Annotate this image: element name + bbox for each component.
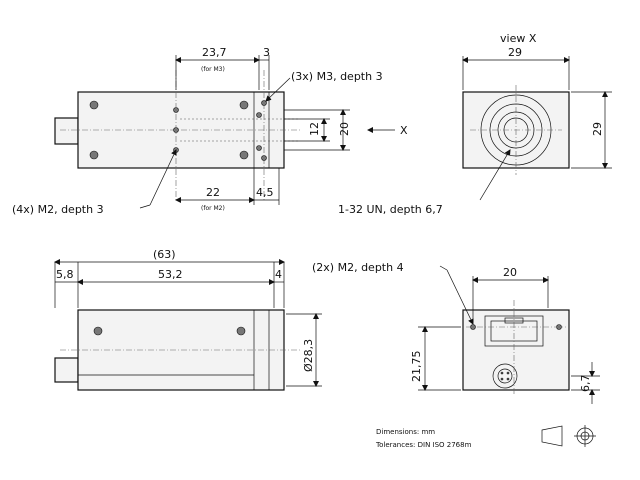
dim-53-2: 53,2 [158, 268, 183, 281]
dim-6-7: 6,7 [579, 375, 592, 393]
view-x: view X 29 29 1-32 UN, depth 6,7 [338, 32, 612, 216]
screw-hole-icon [261, 100, 267, 106]
notes: Dimensions: mm Tolerances: DIN ISO 2768m [375, 428, 472, 449]
screw-hole-icon [256, 145, 262, 151]
dim-4: 4 [275, 268, 282, 281]
round-connector-icon [492, 363, 518, 389]
screw-hole-icon [261, 155, 267, 161]
screw-hole-icon [239, 150, 249, 160]
dim-63: (63) [153, 248, 176, 261]
dim-29-side: 29 [591, 122, 604, 136]
dim-23-7: 23,7 [202, 46, 227, 59]
screw-hole-icon [89, 150, 99, 160]
screw-hole-icon [93, 326, 103, 336]
dim-20-back: 20 [503, 266, 517, 279]
dim-22: 22 [206, 186, 220, 199]
view-arrow-label: X [400, 124, 408, 137]
note-tolerances: Tolerances: DIN ISO 2768m [375, 441, 472, 449]
screw-hole-icon [256, 112, 262, 118]
m2-callout-front: (4x) M2, depth 3 [12, 203, 104, 216]
dim-21-75: 21,75 [410, 351, 423, 383]
for-m2-note: (for M2) [201, 205, 225, 212]
side-view-top: 23,7 3 (for M3) (3x) M3, depth 3 12 20 X… [12, 46, 408, 216]
thread-callout: 1-32 UN, depth 6,7 [338, 203, 443, 216]
dim-5-8: 5,8 [56, 268, 74, 281]
screw-hole-icon [173, 107, 179, 113]
note-dimensions: Dimensions: mm [376, 428, 435, 436]
side-view-bottom: (63) 5,8 53,2 4 Ø28,3 [54, 248, 322, 391]
m3-callout: (3x) M3, depth 3 [291, 70, 383, 83]
dim-29-top: 29 [508, 46, 522, 59]
screw-hole-icon [89, 100, 99, 110]
screw-hole-icon [173, 127, 179, 133]
rear-view: 20 (2x) M2, depth 4 21,75 6,7 [312, 261, 600, 404]
dim-12: 12 [308, 122, 321, 136]
screw-hole-icon [236, 326, 246, 336]
view-x-title: view X [500, 32, 537, 45]
m2-callout-back: (2x) M2, depth 4 [312, 261, 404, 274]
dim-dia-28-3: Ø28,3 [302, 339, 315, 372]
dim-20-front: 20 [338, 122, 351, 136]
for-m3-note: (for M3) [201, 66, 225, 73]
dim-4-5: 4,5 [256, 186, 274, 199]
projection-symbol-icon [541, 425, 596, 447]
dim-3-top: 3 [263, 46, 270, 59]
screw-hole-icon [239, 100, 249, 110]
